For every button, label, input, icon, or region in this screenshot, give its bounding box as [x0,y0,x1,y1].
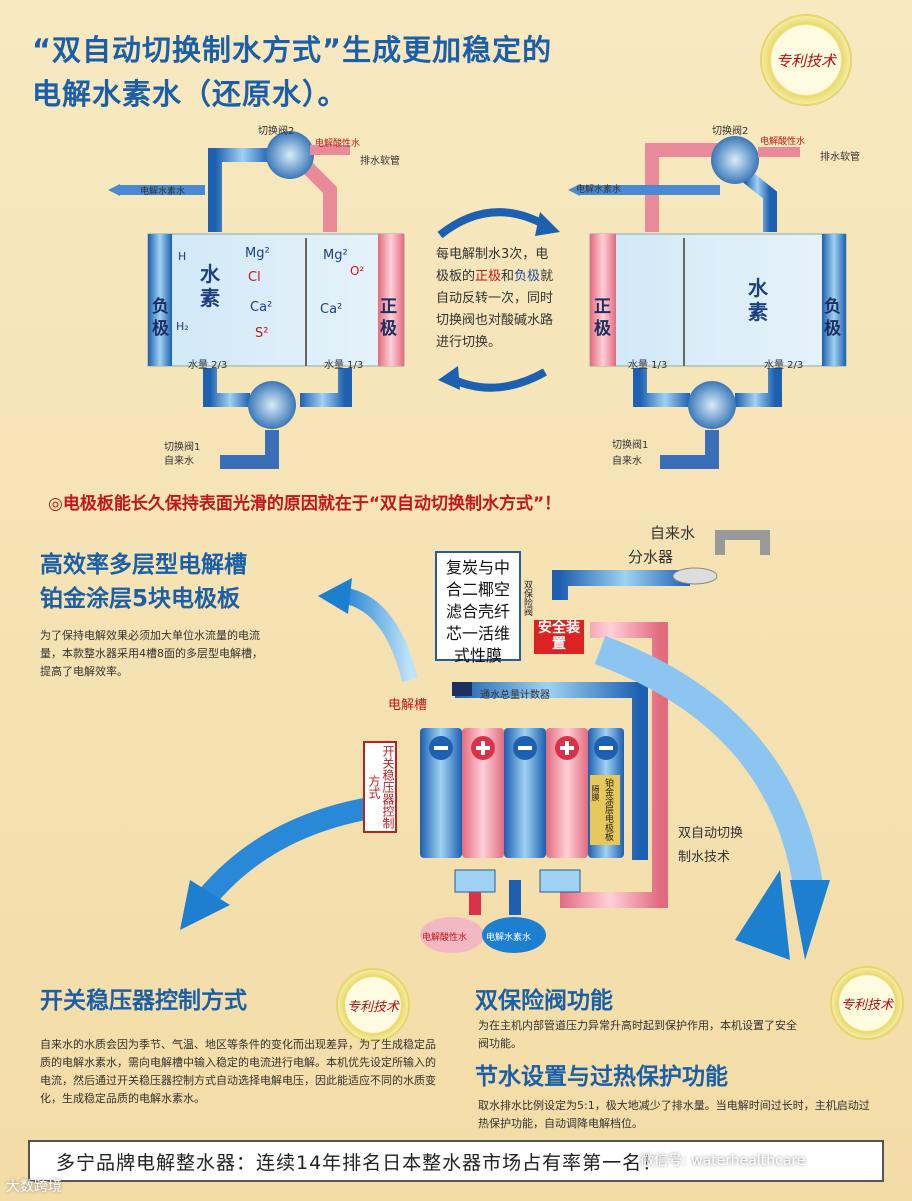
left-tap-label: 自来水 [164,456,194,467]
section2-body: 自来水的水质会因为季节、气温、地区等条件的变化而出现差异，为了生成稳定品质的电解… [40,1038,436,1105]
arrow-to-cell-text [318,578,352,614]
splitter-label: 分水器 [628,548,674,566]
right-volume-right: 水量 2/3 [764,360,804,371]
left-acid-label: 电解酸性水 [315,139,361,149]
right-valve2-label: 切换阀2 [712,126,749,137]
right-positive-label: 正极 [594,297,611,339]
right-valve1-label: 切换阀1 [612,440,649,451]
right-hydrogen-label: 水素 [748,276,768,324]
left-valve1-label: 切换阀1 [164,442,201,453]
tap-faucet [715,530,770,555]
switch-arrow-bottom [448,368,547,392]
arrow-to-regulator-text [180,880,230,930]
left-negative-electrode [148,234,172,366]
patent-badge-label: 专利技术 [775,51,836,70]
left-valve2-label: 切换阀2 [258,126,295,137]
watermark-right: 微信号: waterhealthcare [640,1153,806,1169]
section3-title: 双保险阀功能 [475,988,613,1014]
dual-switch-line2: 制水技术 [678,850,731,865]
right-hydrogen-water-label: 电解水素水 [576,185,622,195]
right-cell-diagram [568,136,847,469]
right-negative-label: 负极 [824,297,841,339]
left-ion-h: H [178,250,187,263]
left-ion-s: S² [255,326,269,341]
page-title: “双自动切换制水方式”生成更加稳定的 电解水素水（还原水）。 [32,28,552,116]
left-positive-label: 正极 [380,297,397,339]
arrow-to-valve-text [735,870,790,960]
patent-badge-label: 专利技术 [840,997,893,1013]
platinum-label: 铂金涂层电极板 [603,778,613,841]
electrode-stack [420,728,624,858]
patent-badge-label: 专利技术 [346,999,399,1015]
left-negative-label: 负极 [152,297,169,339]
hydrogen-out-label: 电解水素水 [486,933,532,943]
dual-switch-line1: 双自动切换 [678,826,744,841]
left-hydrogen-label: 水素 [200,262,220,310]
right-positive-electrode [590,234,616,366]
red-statement: ◎电极板能长久保持表面光滑的原因就在于“双自动切换制水方式”！ [48,494,562,514]
section4-body: 取水排水比例设定为5:1，极大地减少了排水量。当电解时间过长时，主机启动过热保护… [478,1099,870,1130]
footer-text: 多宁品牌电解整水器：连续14年排名日本整水器市场占有率第一名！ [56,1151,663,1174]
cell-label: 电解槽 [388,698,428,713]
membrane-label: 隔膜 [591,785,600,801]
left-positive-electrode [378,234,404,366]
section1-title: 高效率多层型电解槽 铂金涂层5块电极板 [40,548,247,616]
left-ion-h2: H₂ [176,320,189,333]
left-ion-mg: Mg² [245,246,270,261]
switch-arrow-top [437,208,547,239]
hydrogen-water-outlet [482,917,546,953]
title-line2: 电解水素水（还原水）。 [32,77,348,111]
left-volume-right: 水量 1/3 [324,360,364,371]
dual-valve-label: 双保险阀 [522,580,532,616]
right-tap-label: 自来水 [612,456,642,467]
note-part1: 每电解制水3次，电极板的 [436,247,549,284]
acid-water-outlet [420,917,484,953]
filter-cartridge: 复炭与中合二椰空滤合壳纤芯一活维式性膜 [435,551,521,665]
note-part2: 和 [501,269,515,284]
watermark-left: 大数跨境 [6,1179,62,1195]
patent-badge-icon: 专利技术 [830,966,904,1040]
section1-body: 为了保持电解效果必须加大单位水流量的电流量，本款整水器采用4槽8面的多层型电解槽… [40,629,263,678]
title-line1: “双自动切换制水方式”生成更加稳定的 [32,33,553,67]
left-ion-mg2: Mg² [323,248,348,263]
left-ion-ca2: Ca² [320,302,343,317]
right-negative-electrode [822,234,846,366]
left-ion-cl: Cl [248,270,261,285]
safety-device-label: 安全装置 [534,620,584,654]
left-cell-diagram [108,131,405,469]
right-drain-label: 排水软管 [820,152,860,163]
right-volume-left: 水量 1/3 [628,360,668,371]
section1-title-line2: 铂金涂层5块电极板 [40,586,241,612]
left-drain-label: 排水软管 [360,156,400,167]
acid-out-label: 电解酸性水 [422,933,468,943]
patent-badge-icon: 专利技术 [760,14,852,106]
flow-counter-label: 通水总量计数器 [480,690,550,701]
section1-title-line1: 高效率多层型电解槽 [40,552,247,578]
note-positive: 正极 [475,269,502,284]
section2-title: 开关稳压器控制方式 [40,988,247,1014]
left-hydrogen-water-label: 电解水素水 [140,187,186,197]
section4-title: 节水设置与过热保护功能 [475,1064,728,1090]
switch-explanation: 每电解制水3次，电极板的正极和负极就自动反转一次，同时切换阀也对酸碱水路进行切换… [436,244,556,354]
left-valve1-ball [248,381,296,429]
tap-label: 自来水 [650,524,696,542]
footer-banner: 多宁品牌电解整水器：连续14年排名日本整水器市场占有率第一名！ [28,1140,884,1182]
left-volume-left: 水量 2/3 [188,360,228,371]
left-valve2-ball [266,131,314,179]
left-ion-ca: Ca² [250,300,273,315]
switch-regulator-box: 开关稳压器控制方式 [363,741,397,833]
right-acid-label: 电解酸性水 [760,137,806,147]
note-negative: 负极 [514,269,541,284]
left-ion-o: O² [350,264,365,278]
note-part3: 就自动反转一次，同时切换阀也对酸碱水路进行切换。 [436,269,554,350]
patent-badge-icon: 专利技术 [336,968,410,1042]
section3-body: 为在主机内部管道压力异常升高时起到保护作用，本机设置了安全阀功能。 [478,1019,797,1050]
